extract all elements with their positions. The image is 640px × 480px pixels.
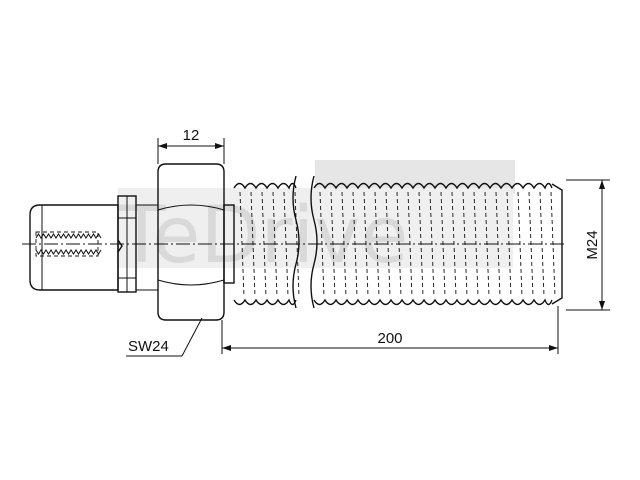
thread-crest-bottom: [233, 298, 297, 306]
break-lines: [117, 175, 318, 309]
dimension-thread-size: M24: [566, 179, 610, 311]
thread-crest-bottom: [313, 298, 553, 306]
dimension-total-length: 200: [221, 306, 559, 354]
thread-crest-top: [313, 182, 553, 190]
watermark-text: TeDrive: [117, 191, 408, 281]
wrench-size-callout: SW24: [126, 317, 203, 357]
pin-thread-top: [35, 233, 102, 239]
total-length-label: 200: [377, 330, 402, 347]
hex-nut: [136, 163, 225, 321]
thread-crest-top: [233, 182, 297, 190]
pin: [29, 204, 119, 291]
watermark: TeDrive: [117, 160, 515, 281]
dimension-nut-width: 12: [157, 127, 225, 164]
pin-thread-bottom: [35, 249, 102, 255]
thread-size-label: M24: [584, 230, 601, 259]
nut-width-label: 12: [183, 127, 200, 144]
wrench-size-label: SW24: [128, 338, 169, 355]
